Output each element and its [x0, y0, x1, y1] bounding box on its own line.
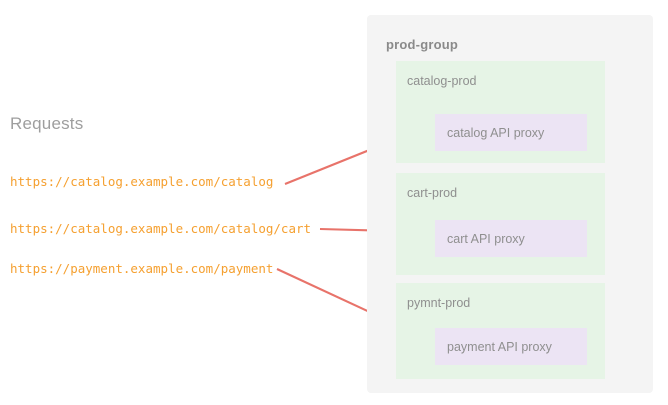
- proxy-payment-api: payment API proxy: [435, 328, 587, 365]
- group-title-cart-prod: cart-prod: [407, 186, 458, 200]
- proxy-catalog-api: catalog API proxy: [435, 114, 587, 151]
- prod-group-title: prod-group: [386, 37, 459, 52]
- proxy-label-payment-api: payment API proxy: [447, 339, 552, 354]
- request-url-payment: https://payment.example.com/payment: [10, 261, 274, 276]
- group-title-catalog-prod: catalog-prod: [407, 74, 477, 88]
- proxy-cart-api: cart API proxy: [435, 220, 587, 257]
- request-url-cart: https://catalog.example.com/catalog/cart: [10, 221, 312, 236]
- proxy-label-catalog-api: catalog API proxy: [447, 125, 545, 140]
- request-url-catalog: https://catalog.example.com/catalog: [10, 174, 274, 189]
- prod-group-panel: prod-group catalog-prod catalog API prox…: [367, 15, 653, 393]
- proxy-label-cart-api: cart API proxy: [447, 231, 525, 246]
- requests-heading: Requests: [10, 114, 84, 133]
- group-title-pymnt-prod: pymnt-prod: [407, 296, 471, 310]
